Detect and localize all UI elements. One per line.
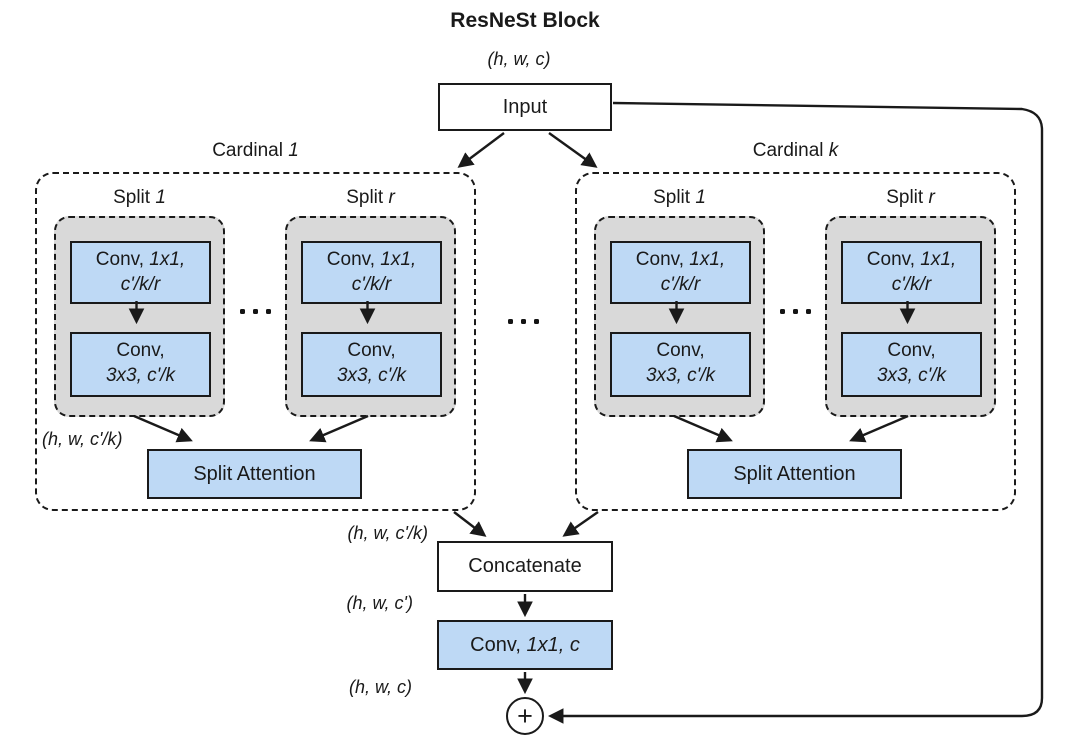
split-label-index: r bbox=[388, 187, 395, 208]
conv-1x1-line1: Conv, 1x1, bbox=[843, 247, 980, 272]
splits-ellipsis bbox=[233, 309, 277, 314]
conv-text: Conv, bbox=[866, 249, 921, 270]
split-label-prefix: Split bbox=[886, 187, 929, 208]
concatenate-box: Concatenate bbox=[437, 541, 613, 592]
cardinal-1-to-concat-arrow bbox=[453, 511, 487, 537]
cardinal-k-split-1-label: Split 1 bbox=[594, 186, 765, 210]
conv-1x1-line2: c'/k/r bbox=[891, 274, 932, 295]
conv-1x1-block: Conv, 1x1, c'/k/r bbox=[70, 241, 211, 304]
cardinal-1-split-r-label: Split r bbox=[285, 186, 456, 210]
cardinal-k-to-concat-arrow bbox=[562, 511, 599, 537]
cardinal-k-box: Split 1 Split r Conv, 1x1, c'/k/r Conv, … bbox=[575, 172, 1016, 511]
conv-3x3-block: Conv, 3x3, c'/k bbox=[70, 332, 211, 397]
cardinal-1-label: Cardinal 1 bbox=[35, 139, 476, 163]
split-label-index: 1 bbox=[155, 187, 166, 208]
conv-3x3-line1: Conv, bbox=[116, 340, 165, 361]
cardinal-1-split-1-box: Conv, 1x1, c'/k/r Conv, 3x3, c'/k bbox=[54, 216, 225, 417]
conv-3x3-block: Conv, 3x3, c'/k bbox=[301, 332, 442, 397]
conv-text-italic: 1x1, c bbox=[526, 633, 580, 656]
conv-text-italic: 1x1, bbox=[920, 249, 957, 270]
concat-input-shape-label: (h, w, c'/k) bbox=[347, 523, 428, 543]
cardinal-1-label-index: 1 bbox=[288, 140, 299, 161]
split-label-index: 1 bbox=[695, 187, 706, 208]
cardinal-k-split-1-box: Conv, 1x1, c'/k/r Conv, 3x3, c'/k bbox=[594, 216, 765, 417]
conv-3x3-line2: 3x3, c'/k bbox=[876, 365, 947, 386]
final-shape-label: (h, w, c) bbox=[348, 677, 412, 697]
conv-3x3-line1: Conv, bbox=[347, 340, 396, 361]
cardinal-1-box: Split 1 Split r Conv, 1x1, c'/k/r Conv, … bbox=[35, 172, 476, 511]
cardinals-ellipsis bbox=[501, 319, 545, 324]
splits-ellipsis bbox=[773, 309, 817, 314]
conv-3x3-block: Conv, 3x3, c'/k bbox=[841, 332, 982, 397]
cardinal-1-label-prefix: Cardinal bbox=[212, 140, 289, 161]
cardinal-k-split-r-label: Split r bbox=[825, 186, 996, 210]
conv-text: Conv, bbox=[635, 249, 690, 270]
conv-3x3-block: Conv, 3x3, c'/k bbox=[610, 332, 751, 397]
concat-output-shape-label: (h, w, c') bbox=[346, 593, 413, 613]
cardinal-1-split-r-box: Conv, 1x1, c'/k/r Conv, 3x3, c'/k bbox=[285, 216, 456, 417]
input-box: Input bbox=[438, 83, 612, 131]
conv-1x1-line1: Conv, 1x1, bbox=[72, 247, 209, 272]
split-attention-label: Split Attention bbox=[193, 462, 316, 485]
cardinal-1-split-attention-box: Split Attention bbox=[147, 449, 362, 499]
final-conv-box: Conv, 1x1, c bbox=[437, 620, 613, 670]
conv-text-italic: 1x1, bbox=[149, 249, 186, 270]
diagram-title: ResNeSt Block bbox=[450, 9, 600, 32]
cardinal-1-shape-out-label: (h, w, c'/k) bbox=[42, 429, 123, 449]
conv-text: Conv, bbox=[95, 249, 150, 270]
conv-1x1-line2: c'/k/r bbox=[660, 274, 701, 295]
final-conv-label: Conv, 1x1, c bbox=[470, 634, 580, 657]
conv-1x1-block: Conv, 1x1, c'/k/r bbox=[841, 241, 982, 304]
conv-1x1-line1: Conv, 1x1, bbox=[303, 247, 440, 272]
conv-3x3-line2: 3x3, c'/k bbox=[336, 365, 407, 386]
conv-3x3-line1: Conv, bbox=[887, 340, 936, 361]
conv-1x1-line2: c'/k/r bbox=[120, 274, 161, 295]
conv-3x3-line1: Conv, bbox=[656, 340, 705, 361]
cardinal-k-split-attention-box: Split Attention bbox=[687, 449, 902, 499]
split-label-prefix: Split bbox=[653, 187, 696, 208]
conv-text-italic: 1x1, bbox=[380, 249, 417, 270]
split-label-prefix: Split bbox=[346, 187, 389, 208]
split-attention-label: Split Attention bbox=[733, 462, 856, 485]
cardinal-k-label: Cardinal k bbox=[575, 139, 1016, 163]
conv-text: Conv, bbox=[470, 633, 527, 656]
split-label-index: r bbox=[928, 187, 935, 208]
cardinal-k-label-index: k bbox=[828, 140, 839, 161]
input-shape-label: (h, w, c) bbox=[487, 49, 551, 69]
conv-1x1-block: Conv, 1x1, c'/k/r bbox=[301, 241, 442, 304]
cardinal-k-split-r-box: Conv, 1x1, c'/k/r Conv, 3x3, c'/k bbox=[825, 216, 996, 417]
conv-3x3-line2: 3x3, c'/k bbox=[105, 365, 176, 386]
conv-text-italic: 1x1, bbox=[689, 249, 726, 270]
plus-icon: + bbox=[517, 701, 533, 731]
split-label-prefix: Split bbox=[113, 187, 156, 208]
conv-text: Conv, bbox=[326, 249, 381, 270]
concatenate-label: Concatenate bbox=[468, 555, 582, 577]
conv-1x1-line2: c'/k/r bbox=[351, 274, 392, 295]
cardinal-k-label-prefix: Cardinal bbox=[752, 140, 829, 161]
cardinal-1-split-1-label: Split 1 bbox=[54, 186, 225, 210]
sum-node: + bbox=[506, 697, 544, 735]
input-box-label: Input bbox=[502, 95, 548, 118]
conv-1x1-line1: Conv, 1x1, bbox=[612, 247, 749, 272]
conv-1x1-block: Conv, 1x1, c'/k/r bbox=[610, 241, 751, 304]
conv-3x3-line2: 3x3, c'/k bbox=[645, 365, 716, 386]
